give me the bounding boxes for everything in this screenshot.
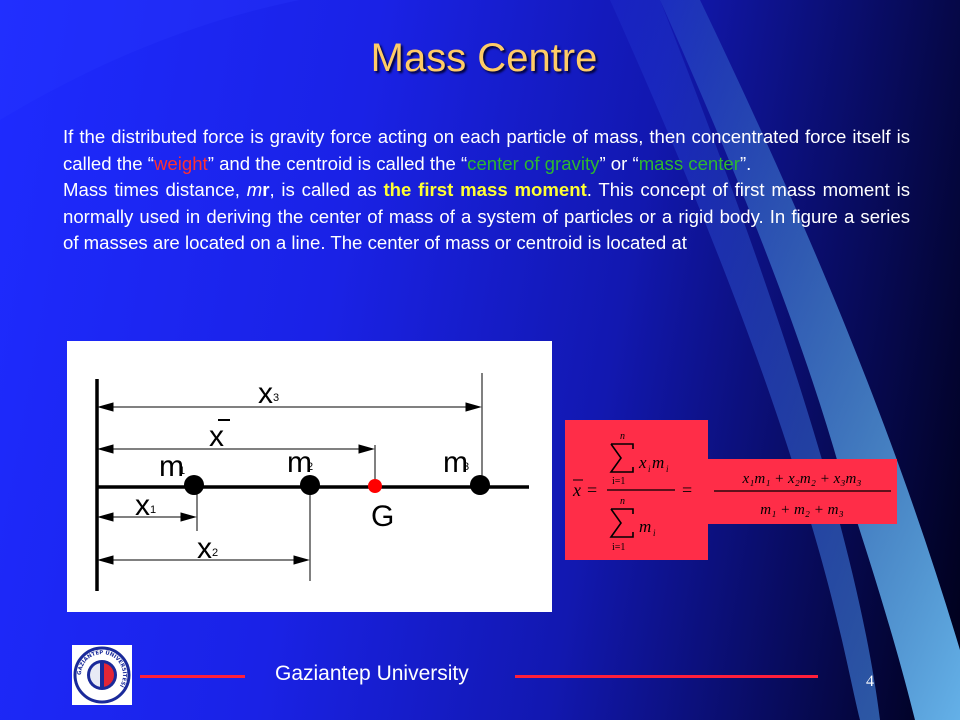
center-of-mass-point	[368, 479, 382, 493]
formula-sum-top-n: n	[620, 431, 625, 442]
footer-line-left	[140, 675, 245, 678]
dimension-x3	[97, 402, 482, 412]
label-m3-subscript: 3	[463, 461, 469, 473]
mass-m3-point	[470, 475, 490, 495]
page-number: 4	[866, 673, 874, 690]
paragraph-gravity: If the distributed force is gravity forc…	[63, 124, 910, 177]
text-run: ” or “	[599, 152, 639, 174]
formula-sum-box: x = n i=1 x i m i n i=1 m i =	[565, 420, 708, 560]
formula-equals: =	[587, 480, 597, 500]
dimension-xbar	[97, 444, 375, 454]
label-x2: x	[197, 532, 212, 565]
text-run: . This concept of first mass moment is n…	[63, 179, 910, 253]
label-m1-subscript: 1	[179, 465, 185, 477]
formula-den-m-sub: i	[653, 528, 656, 538]
footer-university: Gaziantep University	[275, 662, 469, 685]
formula-sum-bottom-index: i=1	[612, 542, 625, 553]
label-xbar: x	[209, 420, 224, 453]
footer-line-right	[515, 675, 818, 678]
figure-diagram: x 3 x m 1 m 2 m 3 x 1 G x 2	[95, 373, 529, 591]
text-run: , is called as	[269, 179, 384, 200]
label-x2-subscript: 2	[212, 547, 218, 559]
label-x1: x	[135, 489, 150, 522]
label-x3: x	[258, 377, 273, 410]
mass-line-figure: x 3 x m 1 m 2 m 3 x 1 G x 2	[67, 341, 552, 612]
label-g: G	[371, 500, 394, 533]
term-weight: weight	[153, 152, 208, 174]
formula-denominator: m₁ + m₂ + m₃	[760, 502, 843, 518]
formula-sigma-bottom	[609, 508, 634, 538]
term-center-of-gravity: center of gravity	[467, 152, 600, 174]
symbol-r: r	[262, 179, 270, 200]
formula-sigma-top	[609, 443, 634, 473]
formula-equals-2: =	[682, 480, 692, 500]
label-m2: m	[287, 446, 312, 479]
label-m3: m	[443, 446, 468, 479]
dimension-x2	[97, 555, 310, 565]
label-x3-subscript: 3	[273, 392, 279, 404]
formula-expanded: x₁m₁ + x₂m₂ + x₃m₃ m₁ + m₂ + m₃	[714, 471, 891, 518]
text-run: If the distributed force is gravity forc…	[63, 126, 910, 174]
formula-num-m: m	[652, 453, 664, 472]
formula-num-x-sub: i	[648, 464, 651, 474]
formula-sum-bottom-n: n	[620, 496, 625, 507]
formula-sum: x = n i=1 x i m i n i=1 m i =	[572, 431, 692, 553]
label-x1-subscript: 1	[150, 504, 156, 516]
university-logo: GAZİANTEP ÜNİVERSİTESİ	[72, 645, 132, 705]
formula-expanded-box: x₁m₁ + x₂m₂ + x₃m₃ m₁ + m₂ + m₃	[708, 459, 897, 524]
mass-m2-point	[300, 475, 320, 495]
formula-num-m-sub: i	[666, 464, 669, 474]
paragraph-first-moment: Mass times distance, mr, is called as th…	[63, 177, 910, 257]
term-mass-center: mass center	[638, 152, 740, 174]
formula-numerator: x₁m₁ + x₂m₂ + x₃m₃	[741, 471, 861, 487]
formula-sum-top-index: i=1	[612, 476, 625, 487]
text-run: ”.	[739, 152, 752, 174]
slide-title: Mass Centre	[370, 36, 598, 80]
mass-m1-point	[184, 475, 204, 495]
symbol-m: m	[246, 179, 263, 200]
term-first-mass-moment: the first mass moment	[383, 179, 587, 200]
label-m2-subscript: 2	[307, 461, 313, 473]
body-text: If the distributed force is gravity forc…	[63, 124, 910, 257]
text-run: ” and the centroid is called the “	[207, 152, 468, 174]
label-m1: m	[159, 450, 184, 483]
formula-den-m: m	[639, 517, 651, 536]
text-run: Mass times distance,	[63, 179, 247, 200]
formula-num-x: x	[638, 453, 647, 472]
formula-xbar: x	[572, 480, 581, 500]
dimension-x1	[97, 512, 197, 522]
